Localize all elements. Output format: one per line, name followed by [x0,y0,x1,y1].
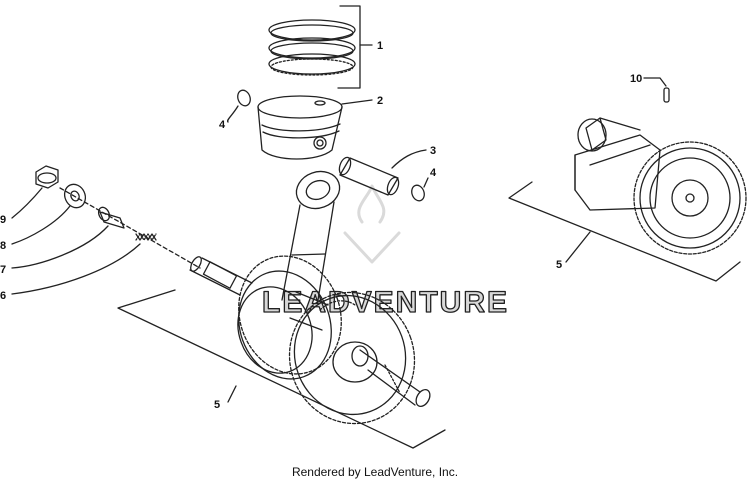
connecting-rod[interactable] [281,166,345,301]
callout-4-top: 4 [219,119,226,131]
watermark-logo [343,184,401,264]
washer[interactable] [61,181,89,211]
balancer-shaft[interactable] [574,117,747,255]
dowel-pin[interactable] [663,87,670,103]
callout-8: 8 [0,240,6,252]
callout-10: 10 [630,73,642,85]
callout-7: 7 [0,264,6,276]
callout-4-right: 4 [430,167,437,179]
piston-pin[interactable] [337,156,401,196]
circlip-top[interactable] [236,88,253,107]
circlip-right[interactable] [410,183,427,202]
footer-credit: Rendered by LeadVenture, Inc. [291,465,459,479]
crankshaft[interactable] [189,242,433,442]
piston[interactable] [257,95,343,160]
piston-rings[interactable] [268,19,356,76]
watermark-text: LEADVENTURE [262,286,509,319]
callout-5-crankshaft: 5 [214,399,220,411]
callout-2: 2 [377,95,383,107]
collar[interactable] [97,206,125,229]
callout-6: 6 [0,290,6,302]
flange-nut[interactable] [35,165,59,189]
callout-9: 9 [0,214,6,226]
callout-1: 1 [377,40,383,52]
callout-3: 3 [430,145,436,157]
callout-5-balancer: 5 [556,259,562,271]
